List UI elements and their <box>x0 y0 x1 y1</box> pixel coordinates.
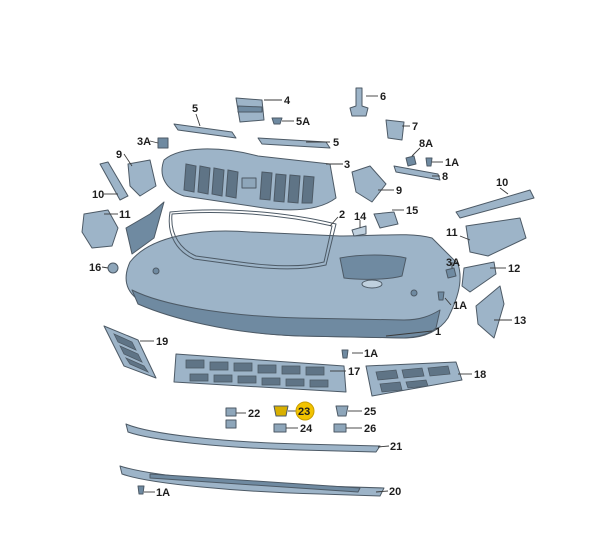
callout-8a[interactable]: 8A <box>419 138 433 150</box>
callout-5a[interactable]: 5A <box>296 116 310 128</box>
leader-lines <box>101 95 512 493</box>
part-radiator-grille[interactable] <box>161 148 337 211</box>
callout-3a[interactable]: 3A <box>446 257 460 269</box>
part-bumper-cover[interactable] <box>125 201 461 339</box>
callout-21[interactable]: 21 <box>390 441 402 453</box>
part-spoiler-lip-21[interactable] <box>125 423 381 453</box>
part-upper-bracket[interactable] <box>235 97 265 123</box>
part-corner-trim-12[interactable] <box>461 261 497 293</box>
callout-9[interactable]: 9 <box>116 149 122 161</box>
part-left-guide-11[interactable] <box>81 209 119 249</box>
callout-10[interactable]: 10 <box>92 189 104 201</box>
part-fastener-16[interactable] <box>107 262 119 274</box>
callout-9[interactable]: 9 <box>396 185 402 197</box>
callout-5[interactable]: 5 <box>192 103 198 115</box>
part-clip-5a[interactable] <box>271 117 283 125</box>
part-clip-25[interactable] <box>335 405 349 417</box>
part-clip-1a-bottom[interactable] <box>137 485 145 495</box>
callout-3a[interactable]: 3A <box>137 136 151 148</box>
callout-14[interactable]: 14 <box>354 211 367 223</box>
part-clip-3a-right[interactable] <box>445 267 457 279</box>
part-clip-1a-right[interactable] <box>437 291 445 301</box>
callout-26[interactable]: 26 <box>364 423 376 435</box>
callout-3[interactable]: 3 <box>344 159 350 171</box>
part-sensor-holder[interactable] <box>349 87 369 117</box>
part-trim-15[interactable] <box>373 211 399 229</box>
callout-7[interactable]: 7 <box>412 121 418 133</box>
callout-12[interactable]: 12 <box>508 263 520 275</box>
callout-5[interactable]: 5 <box>333 137 339 149</box>
part-right-rail-8[interactable] <box>393 165 441 181</box>
callout-15[interactable]: 15 <box>406 205 418 217</box>
callout-6[interactable]: 6 <box>380 91 386 103</box>
part-right-guide-11[interactable] <box>465 217 527 257</box>
part-cover-14[interactable] <box>351 225 367 237</box>
callout-11[interactable]: 11 <box>119 209 131 221</box>
callout-13[interactable]: 13 <box>514 315 526 327</box>
callout-24[interactable]: 24 <box>300 423 313 435</box>
part-clip-1a-mid[interactable] <box>341 349 349 359</box>
part-clip-8a[interactable] <box>405 155 417 167</box>
callout-25[interactable]: 25 <box>364 406 376 418</box>
callout-16[interactable]: 16 <box>89 262 101 274</box>
part-grille-frame[interactable] <box>168 209 337 270</box>
part-cross-member-strip[interactable] <box>257 137 331 149</box>
part-clip-22b[interactable] <box>225 419 237 429</box>
part-upper-trim-strip[interactable] <box>173 123 237 139</box>
callout-10[interactable]: 10 <box>496 177 508 189</box>
part-clip-1a-top[interactable] <box>425 157 433 167</box>
part-clip-22[interactable] <box>225 407 237 417</box>
callout-17[interactable]: 17 <box>348 366 360 378</box>
callout-2[interactable]: 2 <box>339 209 345 221</box>
callout-8[interactable]: 8 <box>442 171 448 183</box>
part-right-bracket-9[interactable] <box>351 165 387 203</box>
callout-labels: 1 1A 1A 1A 1A 2 3 3A 3A 4 5 5 5A 6 7 8 8… <box>89 91 526 499</box>
callout-22[interactable]: 22 <box>248 408 260 420</box>
callout-18[interactable]: 18 <box>474 369 486 381</box>
part-center-lower-grille-17[interactable] <box>173 353 347 393</box>
callout-1a[interactable]: 1A <box>453 300 467 312</box>
part-underbody-trim-20[interactable] <box>119 465 385 497</box>
part-side-panel-13[interactable] <box>475 285 505 339</box>
part-clip-3a-left[interactable] <box>157 137 169 149</box>
callout-19[interactable]: 19 <box>156 336 168 348</box>
callout-1[interactable]: 1 <box>435 326 441 338</box>
callout-23[interactable]: 23 <box>298 406 310 418</box>
part-right-mount-10[interactable] <box>455 189 535 219</box>
part-left-lower-grille-19[interactable] <box>103 325 157 379</box>
callout-20[interactable]: 20 <box>389 486 401 498</box>
part-clip-24[interactable] <box>273 423 287 433</box>
callout-1a[interactable]: 1A <box>156 487 170 499</box>
part-left-mount-10[interactable] <box>99 161 129 201</box>
part-right-lower-grille-18[interactable] <box>365 361 463 397</box>
highlight-marker <box>295 401 315 421</box>
callout-11[interactable]: 11 <box>446 227 458 239</box>
callout-4[interactable]: 4 <box>284 95 291 107</box>
part-clip-23[interactable] <box>273 405 289 417</box>
part-bracket-7[interactable] <box>385 119 405 141</box>
callout-1a[interactable]: 1A <box>364 348 378 360</box>
part-clip-26[interactable] <box>333 423 347 433</box>
part-left-bracket-9[interactable] <box>127 159 157 197</box>
callout-1a[interactable]: 1A <box>445 157 459 169</box>
